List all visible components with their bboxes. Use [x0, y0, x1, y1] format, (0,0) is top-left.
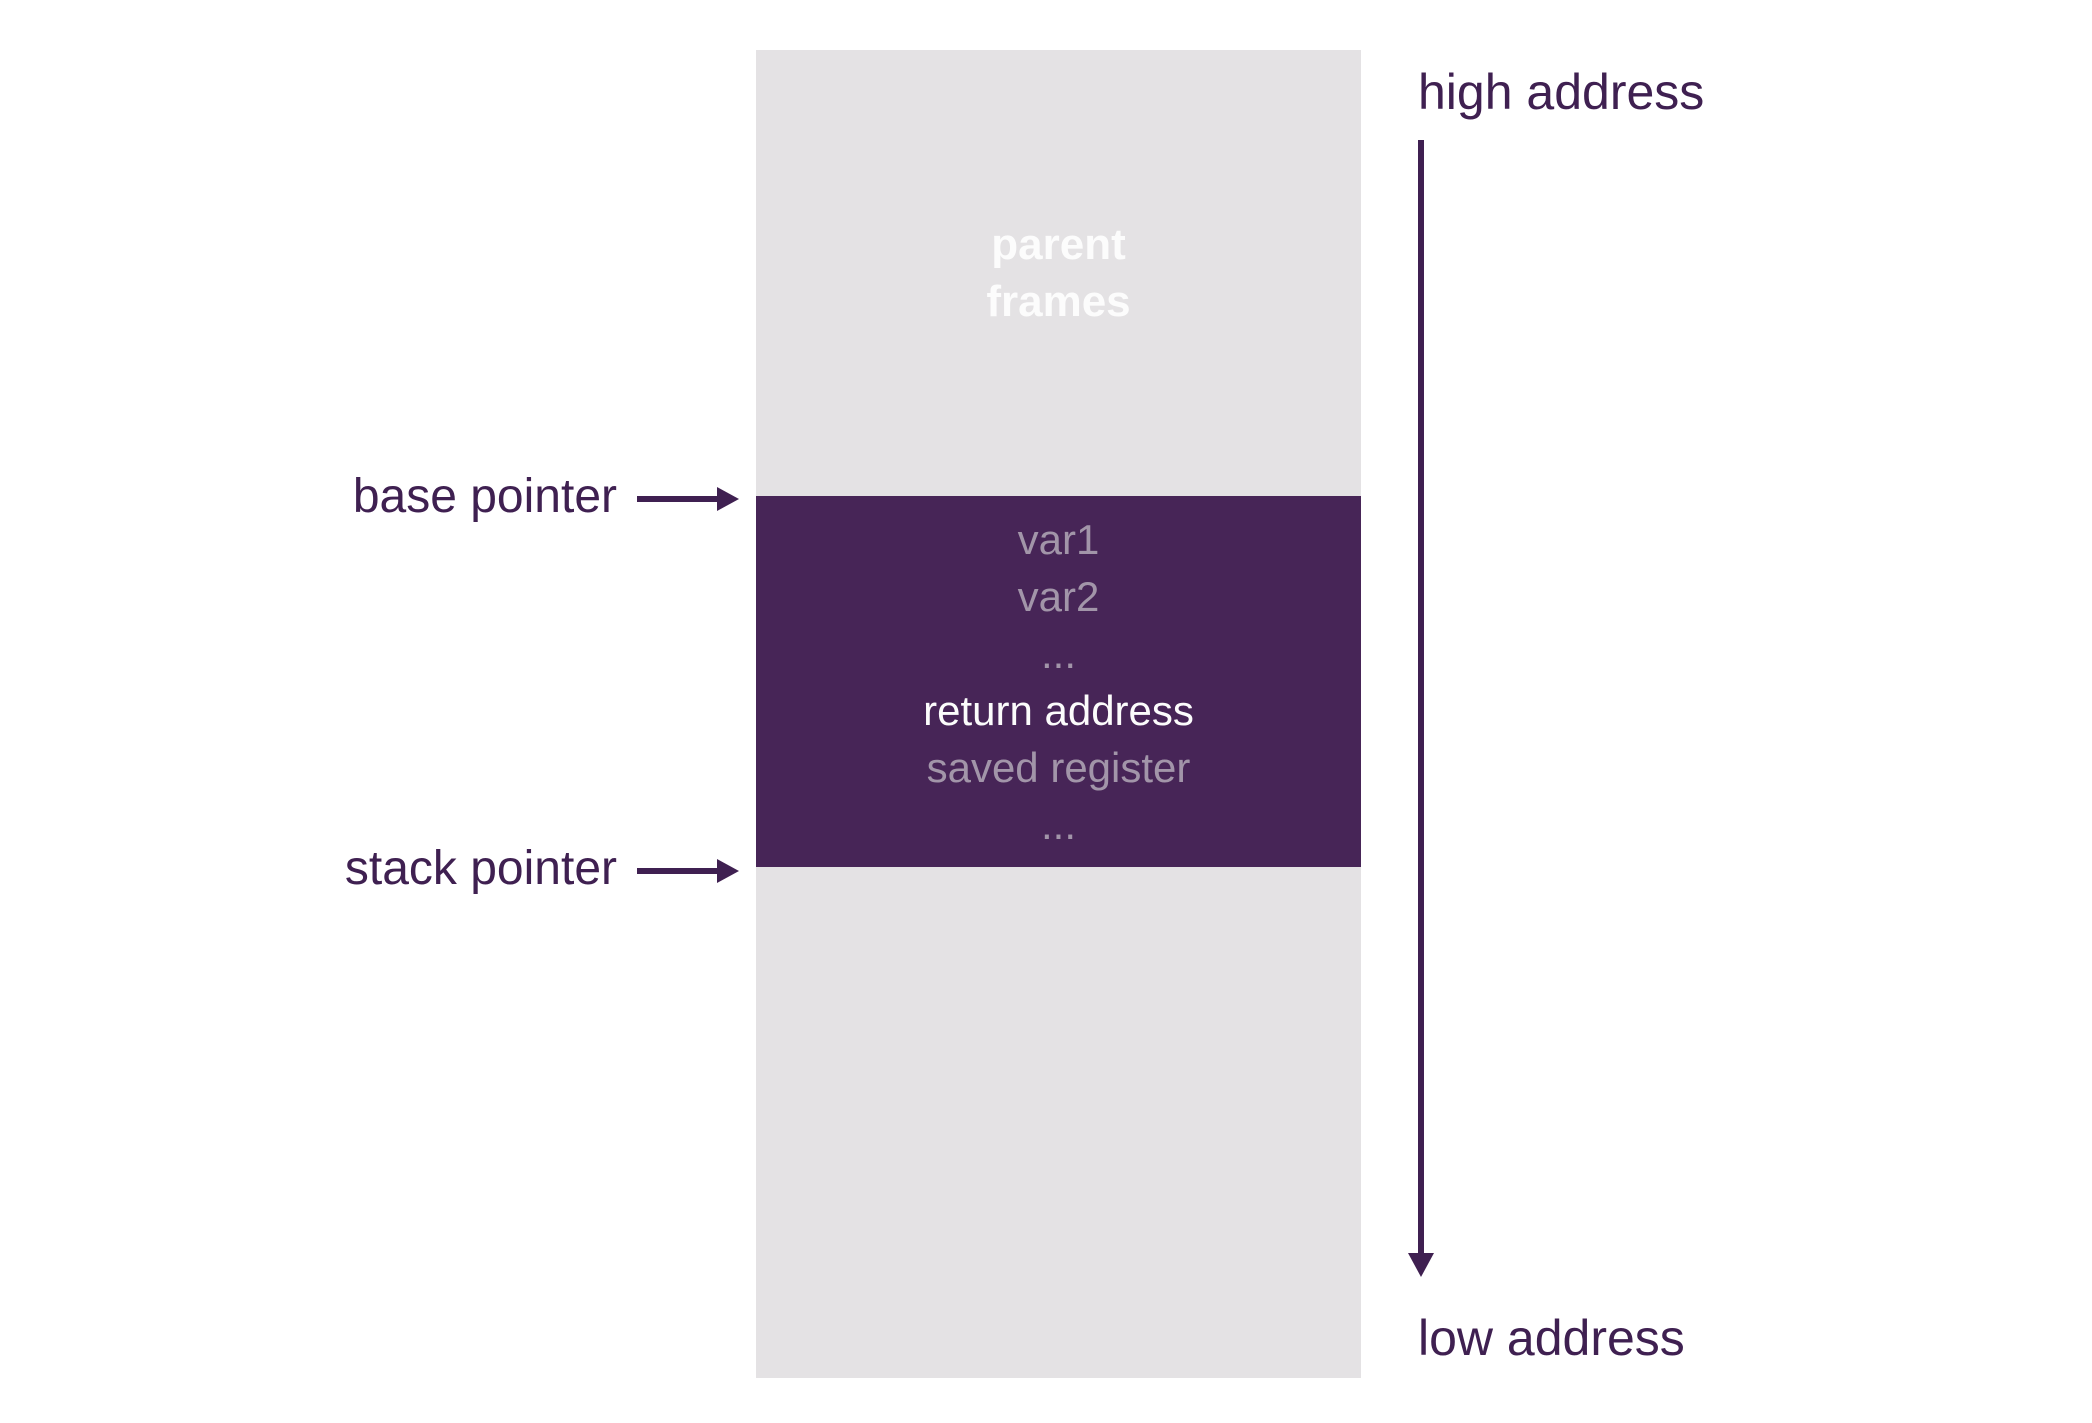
- base-pointer-label: base pointer: [352, 470, 617, 523]
- address-direction-arrow-icon: [1408, 140, 1434, 1277]
- base-pointer-arrow-line: [637, 496, 719, 502]
- frame-row-ellipsis-bottom: ...: [1040, 800, 1076, 848]
- stack-pointer-label: stack pointer: [344, 842, 617, 895]
- parent-frames-line-2: frames: [986, 277, 1131, 326]
- high-address-label: high address: [1418, 64, 1705, 120]
- stack-frame-box: var1 var2 ... return address saved regis…: [756, 496, 1361, 867]
- low-address-label: low address: [1418, 1310, 1685, 1366]
- address-arrow-head: [1408, 1253, 1434, 1277]
- frame-row-ellipsis-top: ...: [1040, 629, 1076, 677]
- frame-row-saved-register: saved register: [926, 743, 1191, 791]
- base-pointer-arrow-head: [717, 487, 739, 511]
- stack-pointer-arrow-icon: [637, 859, 739, 883]
- stack-pointer-arrow-line: [637, 868, 719, 874]
- base-pointer-arrow-icon: [637, 487, 739, 511]
- stack-pointer-arrow-head: [717, 859, 739, 883]
- frame-row-var2: var2: [1017, 572, 1100, 620]
- parent-frames-label: parent frames: [756, 50, 1361, 496]
- frame-row-return-address: return address: [923, 686, 1194, 734]
- address-arrow-line: [1418, 140, 1424, 1254]
- frame-row-var1: var1: [1017, 515, 1100, 563]
- parent-frames-line-1: parent: [991, 220, 1126, 269]
